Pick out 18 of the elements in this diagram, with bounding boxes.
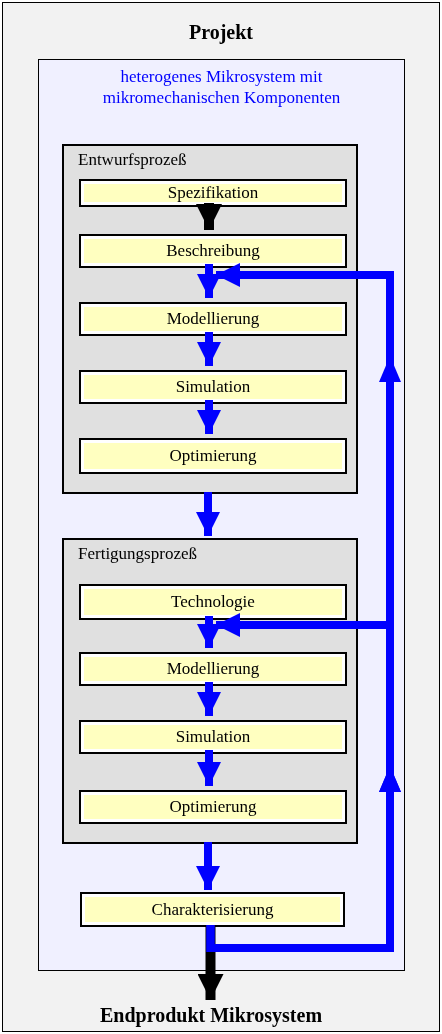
process-group — [62, 144, 358, 494]
step-box: Optimierung — [79, 790, 347, 824]
step-box: Modellierung — [79, 302, 347, 336]
panel-title: heterogenes Mikrosystem mit mikromechanischen Komponenten — [101, 66, 342, 108]
step-box: Beschreibung — [79, 234, 347, 268]
step-box: Technologie — [79, 584, 347, 620]
step-box: Charakterisierung — [80, 892, 345, 927]
step-box: Optimierung — [79, 438, 347, 474]
result-label: Endprodukt Mikrosystem — [61, 1001, 361, 1029]
step-box: Simulation — [79, 370, 347, 404]
step-box: Spezifikation — [79, 179, 347, 207]
frame-title: Projekt — [187, 20, 255, 46]
group-title: Entwurfsprozeß — [78, 150, 187, 170]
system-panel — [38, 59, 405, 971]
step-box: Simulation — [79, 720, 347, 754]
group-title: Fertigungsprozeß — [78, 544, 197, 564]
process-group — [62, 538, 358, 844]
step-box: Modellierung — [79, 652, 347, 686]
